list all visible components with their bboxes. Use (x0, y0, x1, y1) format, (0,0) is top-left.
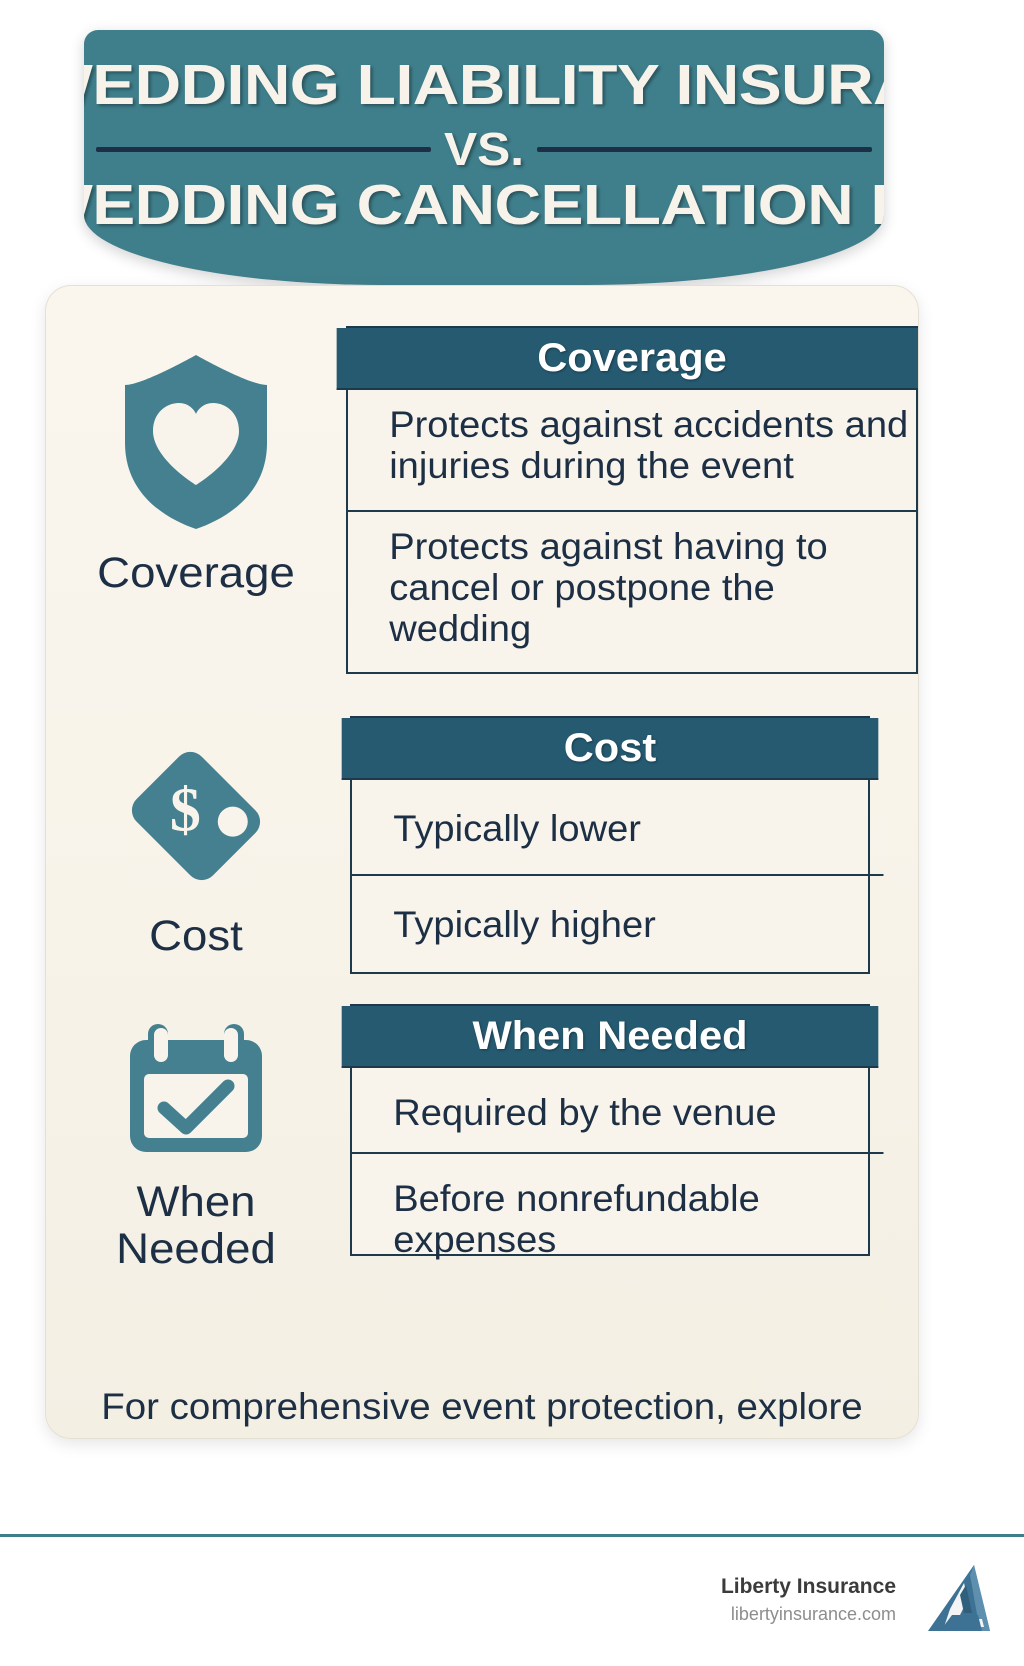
when-needed-table-header: When Needed (341, 1006, 879, 1068)
header-title-block: WEDDING LIABILITY INSURANCE VS. WEDDING … (84, 30, 884, 236)
price-tag-dollar-icon: $ (116, 751, 276, 900)
coverage-row-liability: Protects against accidents and injuries … (348, 390, 918, 512)
cost-table: Cost Typically lower Typically higher (341, 716, 884, 974)
cost-icon-column: $ Cost (46, 716, 346, 960)
section-when-needed: When Needed When Needed Required by the … (46, 1004, 918, 1273)
shield-heart-icon (121, 355, 271, 537)
footer-brand-name: Liberty Insurance (720, 1575, 896, 1598)
section-cost: $ Cost Cost Typically lower Typically hi… (46, 716, 918, 974)
versus-rule-left (96, 146, 431, 152)
coverage-icon-column: Coverage (46, 326, 346, 597)
title-line-1: WEDDING LIABILITY INSURANCE (84, 53, 884, 117)
comparison-card: Coverage Coverage Protects against accid… (45, 285, 919, 1439)
section-coverage: Coverage Coverage Protects against accid… (46, 326, 918, 674)
card-footnote: For comprehensive event protection, expl… (101, 1386, 863, 1427)
when-needed-icon-label: When Needed (116, 1178, 276, 1273)
calendar-check-icon (120, 1024, 272, 1166)
svg-text:$: $ (170, 776, 201, 844)
coverage-row-cancellation: Protects against having to cancel or pos… (389, 526, 828, 649)
footer-text-block: Liberty Insurance libertyinsurance.com (721, 1573, 896, 1627)
header-banner: WEDDING LIABILITY INSURANCE VS. WEDDING … (84, 30, 884, 285)
when-needed-row-cancellation: Before nonrefundable expenses (393, 1178, 760, 1260)
coverage-icon-label: Coverage (97, 549, 295, 597)
when-needed-table: When Needed Required by the venue Before… (341, 1004, 884, 1260)
title-line-2: WEDDING CANCELLATION INSURANCE (84, 173, 884, 237)
versus-label: VS. (443, 123, 525, 175)
cost-icon-label: Cost (149, 912, 243, 960)
footer: Liberty Insurance libertyinsurance.com (0, 1534, 1024, 1666)
versus-row: VS. (84, 126, 884, 172)
versus-rule-right (537, 146, 872, 152)
footer-website-url: libertyinsurance.com (730, 1604, 896, 1624)
liberty-triangle-logo (922, 1561, 992, 1640)
coverage-table: Coverage Protects against accidents and … (336, 326, 918, 674)
when-needed-icon-column: When Needed (46, 1004, 346, 1273)
footer-divider (0, 1534, 1024, 1537)
cost-row-cancellation: Typically higher (393, 904, 656, 945)
cost-table-header: Cost (341, 718, 879, 780)
cost-row-liability: Typically lower (352, 780, 884, 876)
when-needed-row-liability: Required by the venue (352, 1068, 884, 1154)
coverage-table-header: Coverage (336, 328, 918, 390)
